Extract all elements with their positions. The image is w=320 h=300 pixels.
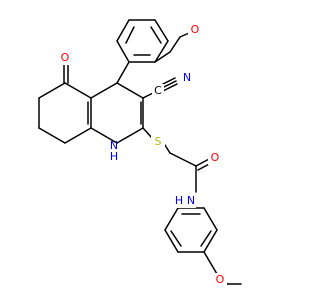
- ketone-oxygen-label: O: [61, 51, 70, 64]
- ring-nitrogen-label: N: [110, 139, 118, 152]
- nitrile-carbon-label: C: [154, 84, 162, 97]
- nitrile-nitrogen-label: N: [183, 71, 191, 84]
- oxygen-atom-label: O: [191, 23, 200, 36]
- para-ether-oxygen-label: O: [216, 273, 225, 286]
- molecule-diagram: O O N C S O N H N H O: [38, 19, 242, 287]
- ring-nh-hydrogen-label: H: [110, 150, 118, 163]
- amide-nh-hydrogen-label: H: [175, 194, 183, 207]
- structure-canvas: O O N C S O N H N H O: [38, 19, 242, 287]
- amide-oxygen-label: O: [211, 151, 220, 164]
- sulfur-atom-label: S: [155, 135, 162, 148]
- amide-nitrogen-label: N: [187, 194, 195, 207]
- atom-label-layer: O O N C S O N H N H O: [58, 23, 227, 287]
